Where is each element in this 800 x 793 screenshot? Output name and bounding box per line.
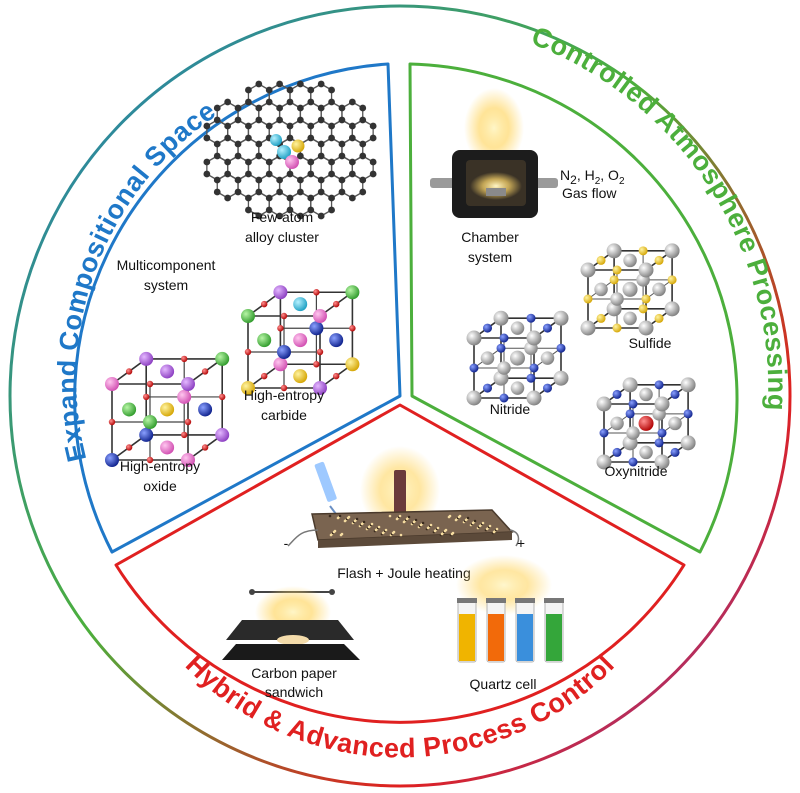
gas-formula: N2, H2, O2 <box>560 167 625 187</box>
oxynitride-label: Oxynitride <box>604 463 667 479</box>
carbide-label-line1: High-entropy <box>244 387 324 403</box>
multicomponent-label-line1: Multicomponent <box>117 257 216 273</box>
quartz-cells-icon <box>456 555 564 663</box>
carbide-label-line2: carbide <box>261 407 307 423</box>
sulfide-label: Sulfide <box>629 335 672 351</box>
flash-joule-device-icon <box>287 446 520 548</box>
composition-title: Expand Compositional Space <box>52 95 221 465</box>
graphene-cluster-icon <box>203 80 377 220</box>
chamber-icon <box>430 88 558 218</box>
nitride-lattice-icon <box>466 310 569 406</box>
carbon-label-line2: sandwich <box>265 684 323 700</box>
carbon-label-line1: Carbon paper <box>251 665 337 681</box>
cluster-label-line1: Few-atom <box>251 209 313 225</box>
oxynitride-lattice-icon <box>596 377 696 470</box>
chamber-label-line1: Chamber <box>461 229 519 245</box>
quartz-label: Quartz cell <box>470 676 537 692</box>
carbon-paper-icon <box>222 586 360 660</box>
carbide-lattice-icon <box>241 285 360 395</box>
oxide-lattice-icon <box>105 351 230 467</box>
sulfide-lattice-icon <box>580 243 680 336</box>
outer-ring <box>8 4 792 788</box>
nitride-label: Nitride <box>490 401 531 417</box>
cluster-label-line2: alloy cluster <box>245 229 319 245</box>
plus-sign: + <box>517 535 525 551</box>
hybrid-frame <box>114 403 686 724</box>
multicomponent-label-line2: system <box>144 277 188 293</box>
oxide-label-line2: oxide <box>143 478 177 494</box>
atmosphere-frame <box>408 62 739 554</box>
atmosphere-title: Controlled Atmosphere Processing <box>527 21 792 412</box>
flash-label: Flash + Joule heating <box>337 565 470 581</box>
oxide-label-line1: High-entropy <box>120 458 200 474</box>
hybrid-title: Hybrid & Advanced Process Control <box>180 649 620 764</box>
chamber-label-line2: system <box>468 249 512 265</box>
gas-flow-label: Gas flow <box>562 185 617 201</box>
minus-sign: - <box>284 535 289 551</box>
